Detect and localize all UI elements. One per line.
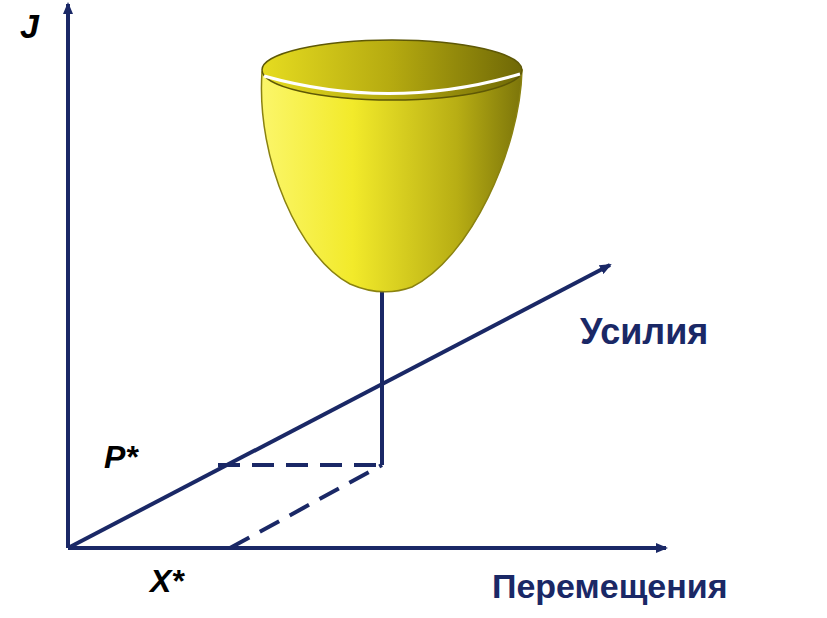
minimum-drop-line xyxy=(380,290,384,465)
force-axis xyxy=(68,265,610,548)
force-axis-label: Усилия xyxy=(580,312,708,352)
displacement-axis xyxy=(68,546,666,550)
rim-highlight xyxy=(264,74,520,94)
paraboloid-body xyxy=(261,70,522,292)
paraboloid-rim xyxy=(262,40,522,100)
x-projection-dashed xyxy=(230,465,382,548)
j-axis xyxy=(66,4,70,548)
p-projection-dashed xyxy=(218,463,382,467)
j-axis-label: J xyxy=(20,8,39,45)
displacement-axis-label: Перемещения xyxy=(492,568,728,605)
p-star-label: P* xyxy=(104,440,138,475)
x-star-label: X* xyxy=(150,564,184,599)
